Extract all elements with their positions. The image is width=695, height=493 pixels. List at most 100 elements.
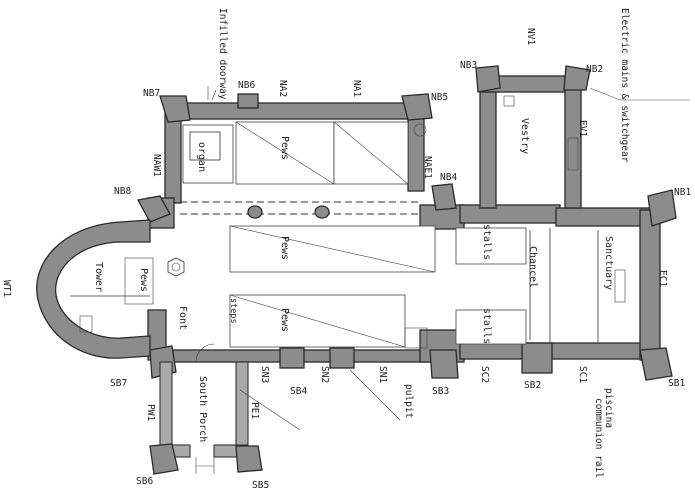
marker-nb7: NB7	[143, 88, 160, 99]
marker-wt1: WT1	[1, 280, 12, 297]
tower-wall	[36, 219, 151, 359]
marker-ev1: EV1	[577, 120, 588, 137]
label-steps: steps	[228, 298, 238, 324]
north-aisle-north-wall	[171, 102, 423, 120]
marker-nb3: NB3	[460, 60, 477, 71]
marker-sb4: SB4	[290, 386, 307, 397]
markers: NB7 NB6 NB5 NB4 NB3 NB2 NB1 NB8 NA2 NA1 …	[1, 28, 691, 491]
marker-nb1: NB1	[674, 187, 691, 198]
buttress-nb6	[237, 93, 259, 109]
label-pews-tower: Pews	[138, 268, 149, 292]
stair-turret	[413, 123, 427, 137]
buttress-sb5	[235, 445, 263, 473]
label-pews-south: Pews	[279, 308, 290, 332]
porch-door	[195, 457, 215, 474]
label-vestry: Vestry	[519, 118, 530, 154]
marker-nb5: NB5	[431, 92, 448, 103]
marker-sb3: SB3	[432, 386, 449, 397]
south-stalls	[455, 309, 527, 345]
marker-nv1: NV1	[525, 28, 536, 45]
marker-nb6: NB6	[238, 80, 255, 91]
marker-nb2: NB2	[586, 64, 603, 75]
pier-1	[247, 205, 263, 219]
buttress-sb2	[521, 342, 553, 374]
annotation-infilled-doorway: Infilled doorway	[217, 8, 228, 100]
pulpit-steps	[404, 327, 428, 349]
marker-sb5: SB5	[252, 480, 269, 491]
organ-area	[182, 124, 234, 184]
ev1-window	[567, 137, 579, 171]
pier-2	[314, 205, 330, 219]
organ-box	[189, 131, 221, 161]
buttress-nb4	[431, 183, 457, 211]
chancel-north-wall	[459, 204, 561, 224]
tower	[36, 219, 151, 359]
label-tower: Tower	[93, 262, 104, 292]
annotation-pulpit: pulpit	[403, 384, 414, 418]
marker-na1: NA1	[351, 80, 362, 97]
buttress-sb3	[429, 349, 459, 379]
annotation-leaders	[239, 369, 401, 431]
buttress-nb7	[159, 95, 191, 123]
vestry-west-wall	[479, 75, 497, 209]
buttress-nb2	[563, 65, 591, 91]
electric-leader	[589, 87, 690, 101]
marker-sb7: SB7	[110, 378, 127, 389]
altar	[614, 269, 626, 303]
label-pews-centre: Pews	[279, 236, 290, 260]
sanctuary-east-wall	[639, 209, 661, 361]
south-door-swing	[195, 343, 215, 363]
font-basin	[167, 257, 185, 277]
annotations: Infilled doorway Electric mains & switch…	[217, 8, 630, 478]
marker-pe1: PE1	[249, 402, 260, 419]
north-stalls	[455, 227, 527, 265]
buttress-nb5	[401, 93, 433, 121]
marker-sn2: SN2	[319, 366, 330, 383]
buttress-sb1	[639, 347, 673, 381]
vestry-east-wall	[564, 75, 582, 209]
marker-naw1: NAW1	[151, 154, 162, 177]
label-organ: organ	[196, 142, 207, 172]
buttress-nb8	[136, 195, 171, 223]
marker-sc2: SC2	[479, 366, 490, 383]
label-font: Font	[177, 306, 188, 330]
marker-sb1: SB1	[668, 378, 685, 389]
walls	[136, 65, 677, 475]
marker-sn3: SN3	[259, 366, 270, 383]
buttress-nb3	[475, 65, 501, 93]
marker-na2: NA2	[277, 80, 288, 97]
marker-nae1: NAE1	[422, 156, 433, 179]
chancel-south-wall	[459, 342, 651, 360]
tower-pews	[124, 257, 154, 305]
font-bowl	[171, 262, 181, 272]
buttress-nb1	[647, 189, 677, 227]
porch-west-wall	[159, 361, 173, 453]
interior	[124, 86, 690, 474]
marker-nb4: NB4	[440, 172, 457, 183]
room-labels: Tower organ Pews Pews Pews Pews Font ste…	[93, 118, 614, 442]
annotation-electric-mains: Electric mains & switchgear	[619, 8, 630, 163]
label-stalls-north: stalls	[481, 224, 492, 260]
marker-ec1: EC1	[657, 270, 668, 287]
marker-pw1: PW1	[145, 404, 156, 421]
label-pews-north: Pews	[279, 136, 290, 160]
buttress-sn2	[279, 347, 305, 369]
marker-sc1: SC1	[577, 366, 588, 383]
vestry-sink	[503, 95, 515, 107]
label-stalls-south: stalls	[481, 308, 492, 344]
annotation-piscina: piscina	[603, 388, 614, 428]
marker-sn1: SN1	[377, 366, 388, 383]
marker-nb8: NB8	[114, 186, 131, 197]
infilled-doorway-mark	[207, 86, 217, 101]
buttress-sn1	[329, 347, 355, 369]
marker-sb2: SB2	[524, 380, 541, 391]
porch-east-wall	[235, 361, 249, 453]
label-chancel: Chancel	[527, 246, 538, 288]
buttress-sb6	[149, 443, 179, 475]
label-south-porch: South Porch	[197, 376, 208, 442]
tower-stair	[79, 315, 93, 333]
annotation-communion-rail: communion rail	[593, 398, 604, 478]
label-sanctuary: Sanctuary	[603, 236, 614, 290]
marker-sb6: SB6	[136, 476, 153, 487]
